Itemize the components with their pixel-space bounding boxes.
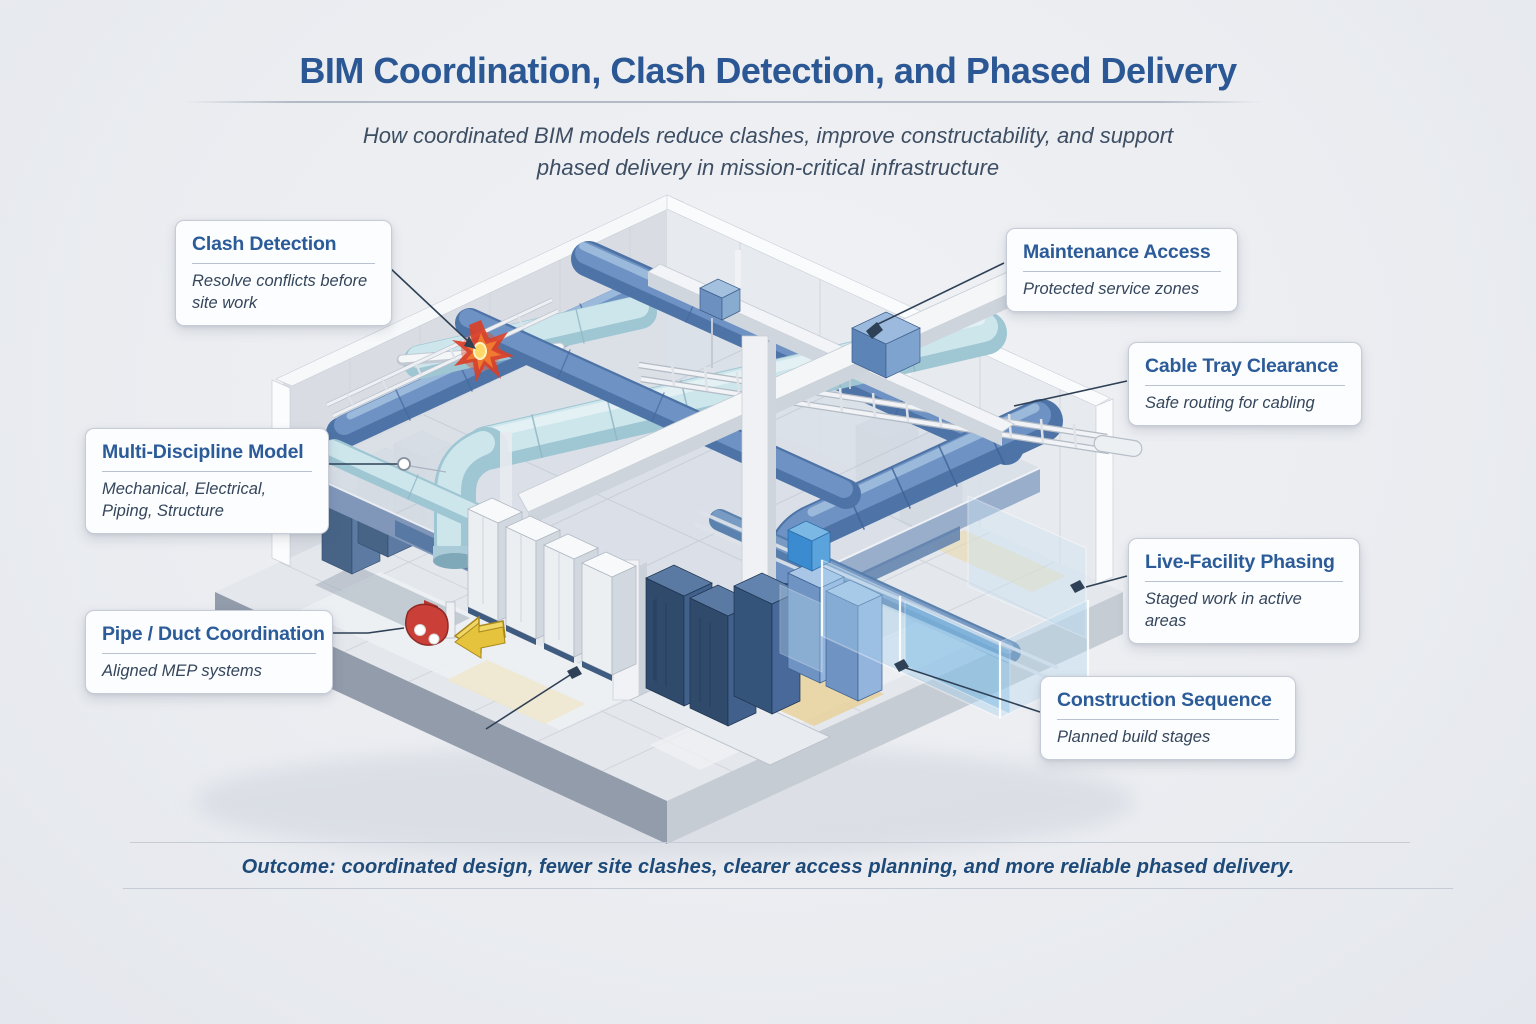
subtitle-line-1: How coordinated BIM models reduce clashe…	[362, 123, 1174, 148]
callout-divider	[102, 653, 316, 654]
callout-divider	[1145, 385, 1345, 386]
callout-description: Resolve conflicts before site work	[192, 272, 368, 312]
callout-description: Planned build stages	[1057, 728, 1211, 746]
callout-description: Safe routing for cabling	[1145, 394, 1315, 412]
leader-lines	[328, 262, 1128, 730]
leader-square-icon	[866, 322, 883, 339]
callout-pipe-duct-coordination: Pipe / Duct Coordination Aligned MEP sys…	[85, 610, 333, 694]
callout-title: Live-Facility Phasing	[1145, 551, 1335, 573]
clamp-marker-icon	[405, 600, 456, 646]
callout-description: Aligned MEP systems	[102, 662, 262, 680]
server-cabinets	[467, 497, 637, 681]
page-title: BIM Coordination, Clash Detection, and P…	[299, 50, 1237, 91]
callout-divider	[192, 263, 375, 264]
ahu-unit	[699, 278, 921, 379]
front-server-racks	[629, 520, 883, 766]
callout-title: Multi-Discipline Model	[102, 441, 304, 463]
leader-square-icon	[894, 659, 909, 672]
leader-live-facility	[1085, 575, 1128, 588]
flow-arrow-icon	[453, 615, 506, 659]
callout-description: Protected service zones	[1023, 280, 1200, 298]
outcome-text: Outcome: coordinated design, fewer site …	[241, 856, 1295, 878]
outcome-divider-top	[130, 842, 1410, 843]
callout-live-facility-phasing: Live-Facility Phasing Staged work in act…	[1128, 538, 1360, 644]
leader-dot-icon	[397, 457, 411, 471]
callout-description: Mechanical, Electrical, Piping, Structur…	[102, 480, 267, 520]
callout-title: Construction Sequence	[1057, 689, 1272, 711]
callout-multi-discipline-model: Multi-Discipline Model Mechanical, Elect…	[85, 428, 329, 534]
subtitle-line-2: phased delivery in mission-critical infr…	[536, 155, 1000, 180]
callout-construction-sequence: Construction Sequence Planned build stag…	[1040, 676, 1296, 760]
leader-maintenance-access	[875, 262, 1005, 326]
leader-clash-detection	[389, 267, 471, 344]
leader-cable-tray	[1013, 380, 1128, 407]
cable-trays	[326, 297, 1143, 682]
callout-title: Maintenance Access	[1023, 241, 1211, 263]
leader-construction-sequence	[905, 667, 1041, 713]
leader-square-icon	[1070, 580, 1085, 593]
leader-square-icon	[567, 666, 582, 679]
callout-divider	[1057, 719, 1279, 720]
title-divider	[185, 101, 1262, 103]
callout-title: Pipe / Duct Coordination	[102, 623, 325, 645]
subtitle: How coordinated BIM models reduce clashe…	[0, 120, 1536, 184]
callout-description: Staged work in active areas	[1145, 590, 1302, 630]
leader-floor-zone	[485, 674, 571, 730]
leader-arrow-icon	[464, 336, 476, 349]
leader-pipe-duct	[328, 627, 405, 634]
callout-divider	[102, 471, 312, 472]
callout-maintenance-access: Maintenance Access Protected service zon…	[1006, 228, 1238, 312]
callout-title: Cable Tray Clearance	[1145, 355, 1339, 377]
outcome-divider-bottom	[123, 888, 1453, 889]
glass-partitions	[779, 495, 1090, 720]
callout-divider	[1145, 581, 1343, 582]
callout-clash-detection: Clash Detection Resolve conflicts before…	[175, 220, 392, 326]
callout-title: Clash Detection	[192, 233, 337, 255]
callout-divider	[1023, 271, 1221, 272]
callout-cable-tray-clearance: Cable Tray Clearance Safe routing for ca…	[1128, 342, 1362, 426]
